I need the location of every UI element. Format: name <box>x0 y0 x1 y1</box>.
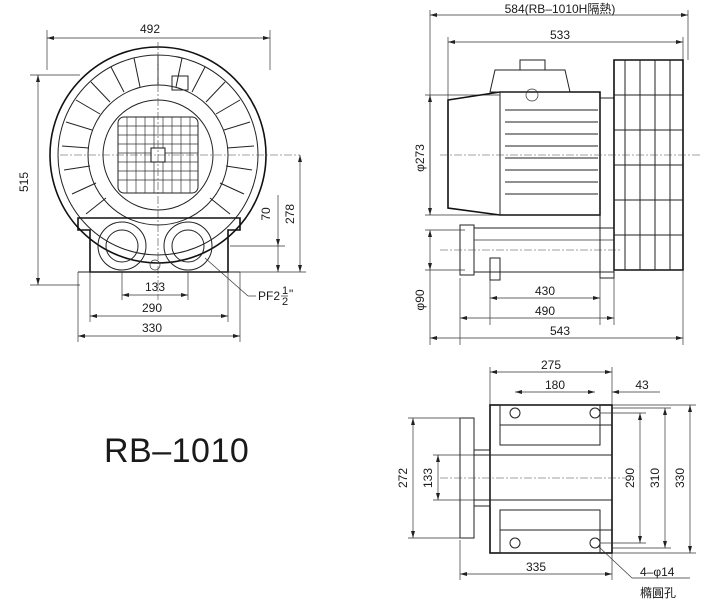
dim-base-right-mid: 310 <box>648 468 662 488</box>
dim-width-overall: 492 <box>140 22 160 36</box>
dim-hole-spacing: 180 <box>545 378 565 392</box>
hole-spec: 4–φ14 <box>640 565 675 579</box>
dim-port-spacing: 133 <box>145 280 165 294</box>
dim-base-bottom-length: 335 <box>526 560 546 574</box>
dim-base-left-total: 272 <box>396 468 410 488</box>
dim-height-overall: 515 <box>17 172 31 192</box>
thread-denominator: 2 <box>282 296 288 308</box>
dim-base-right-total: 330 <box>673 468 687 488</box>
dim-base-length-2: 490 <box>535 304 555 318</box>
dim-base-right-inner: 290 <box>623 468 637 488</box>
base-view: 275 180 43 272 <box>396 358 696 600</box>
dim-port-height: 70 <box>259 207 273 221</box>
front-view: 492 515 <box>17 22 306 342</box>
thread-numerator: 1 <box>282 285 288 297</box>
dim-motor-diameter: φ273 <box>413 144 427 172</box>
dim-length-overall: 584(RB–1010H隔熱) <box>505 2 616 16</box>
dim-base-top-width: 275 <box>541 358 561 372</box>
dim-port-diameter: φ90 <box>413 289 427 310</box>
dim-base-length: 430 <box>535 284 555 298</box>
dim-length-housing: 533 <box>550 28 570 42</box>
dim-base-width: 290 <box>142 301 162 315</box>
dim-foot-width: 330 <box>142 321 162 335</box>
hole-note: 橢圓孔 <box>640 585 676 600</box>
dim-edge-offset: 43 <box>635 378 649 392</box>
dim-center-height: 278 <box>283 204 297 224</box>
dim-base-left-inner: 133 <box>421 468 435 488</box>
model-title: RB–1010 <box>104 432 249 470</box>
thread-label: PF2 <box>258 289 280 303</box>
dim-base-length-3: 543 <box>550 324 570 338</box>
thread-inch-mark: " <box>289 287 293 301</box>
side-view: 584(RB–1010H隔熱) 533 φ273 <box>413 2 700 345</box>
